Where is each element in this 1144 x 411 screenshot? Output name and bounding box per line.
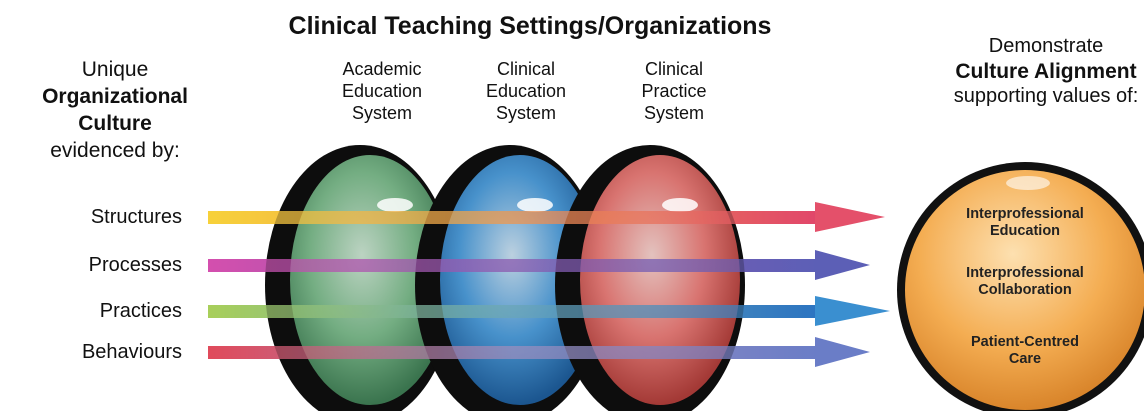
left-line-4: evidenced by: — [50, 139, 180, 162]
circle-item-3: Patient-Centred Care — [971, 334, 1079, 367]
arrow-heads — [815, 202, 890, 367]
culture-alignment-circle — [897, 162, 1144, 411]
arrow-structures-head — [815, 202, 885, 232]
arrow-practices-head — [815, 296, 890, 326]
circle-item-1: Interprofessional Education — [966, 206, 1084, 239]
left-line-2: Organizational — [42, 85, 188, 108]
arrows-front — [208, 211, 818, 359]
right-line-1: Demonstrate — [988, 35, 1104, 57]
right-line-2: Culture Alignment — [955, 60, 1137, 83]
arrow-behaviours-head — [815, 337, 870, 367]
row-label-processes: Processes — [88, 254, 182, 276]
left-line-3: Culture — [78, 112, 152, 135]
system-title-clinical-education: Clinical Education System — [485, 59, 567, 123]
system-title-clinical-practice: Clinical Practice System — [641, 59, 707, 123]
left-line-1: Unique — [81, 58, 149, 81]
circle-item-2: Interprofessional Collaboration — [966, 265, 1084, 298]
system-title-academic: Academic Education System — [341, 59, 423, 123]
row-label-behaviours: Behaviours — [81, 341, 182, 363]
right-line-3: supporting values of: — [953, 85, 1139, 107]
right-panel: Demonstrate Culture Alignment supporting… — [916, 34, 1144, 109]
row-label-structures: Structures — [90, 206, 182, 228]
row-label-practices: Practices — [99, 300, 182, 322]
left-panel: Unique Organizational Culture evidenced … — [20, 56, 210, 164]
page-title: Clinical Teaching Settings/Organizations — [288, 12, 772, 40]
arrow-processes-head — [815, 250, 870, 280]
lens-clinical-practice — [555, 145, 745, 411]
